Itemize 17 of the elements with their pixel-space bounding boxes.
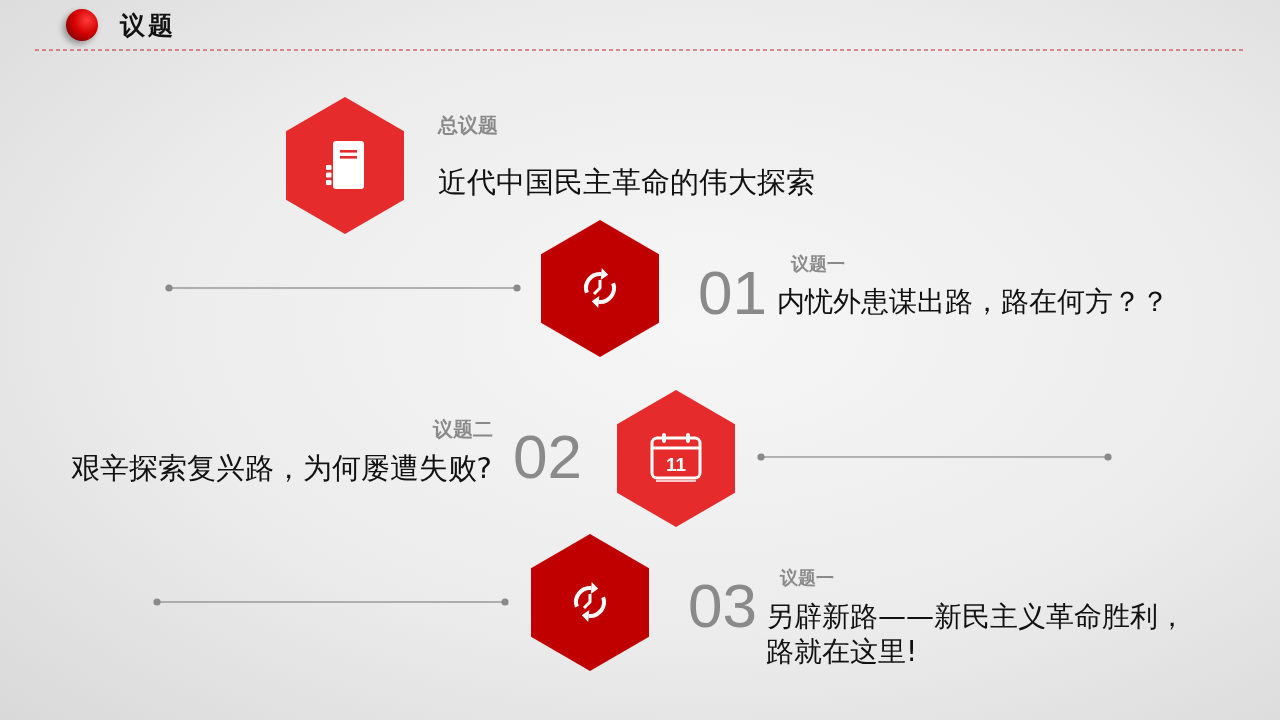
step-number: 01 xyxy=(698,262,767,324)
step-number: 03 xyxy=(688,575,757,637)
question-text: 另辟新路——新民主义革命胜利，路就在这里! xyxy=(766,599,1187,669)
question-text: 内忧外患谋出路，路在何方？？ xyxy=(777,285,1169,319)
hexagon-badge xyxy=(617,389,735,527)
hexagon-badge xyxy=(531,533,649,671)
question-text: 近代中国民主革命的伟大探索 xyxy=(438,165,815,200)
hexagon-badge xyxy=(286,96,404,234)
calendar-icon: 11 xyxy=(650,433,702,483)
topic-heading: 总议题 xyxy=(438,113,498,137)
topic-heading: 议题一 xyxy=(791,253,845,275)
hexagon-badge xyxy=(541,219,659,357)
question-text: 艰辛探索复兴路，为何屡遭失败? xyxy=(70,451,492,486)
step-number: 02 xyxy=(513,426,582,488)
topic-heading: 议题一 xyxy=(780,567,834,589)
page-title: 议题 xyxy=(120,11,176,41)
topic-heading: 议题二 xyxy=(433,417,493,441)
